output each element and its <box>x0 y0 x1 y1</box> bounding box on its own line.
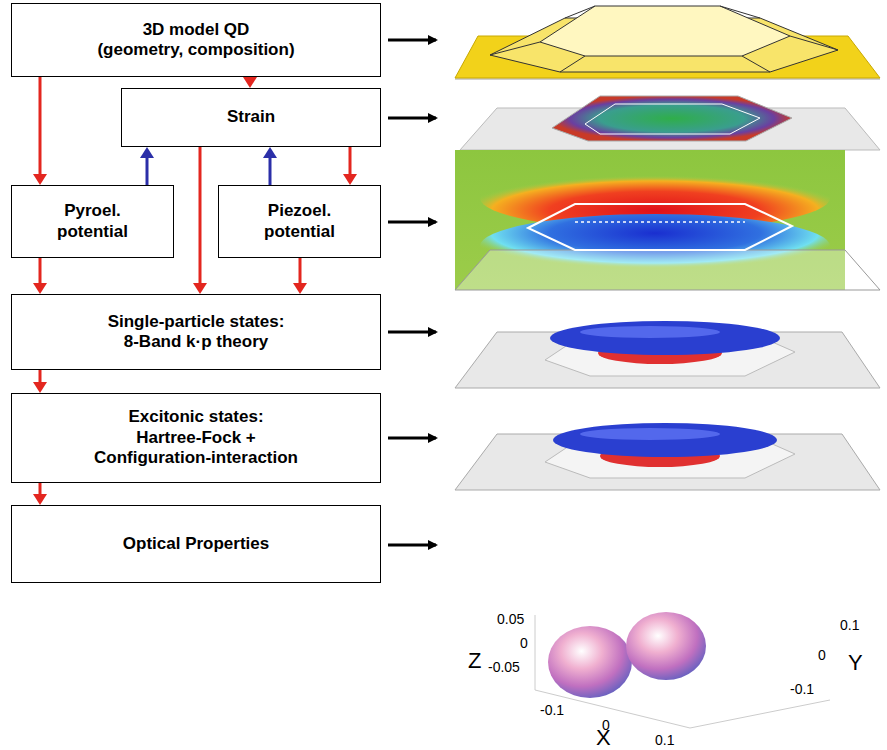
box-text: Excitonic states: <box>128 407 263 427</box>
arrow-head <box>293 283 307 294</box>
box-text: potential <box>57 222 128 242</box>
process-box: Excitonic states:Hartree-Fock +Configura… <box>11 393 381 483</box>
flow-arrow <box>299 258 302 284</box>
axis-name: Y <box>848 652 863 674</box>
process-box: Single-particle states:8-Band k·p theory <box>11 294 381 370</box>
flow-arrow <box>39 77 42 175</box>
box-text: Single-particle states: <box>108 312 285 332</box>
flow-arrow <box>146 157 149 185</box>
box-text: Configuration-interaction <box>94 448 298 468</box>
flow-arrow <box>39 483 42 495</box>
arrow-head <box>193 283 207 294</box>
box-text: Pyroel. <box>64 201 121 221</box>
box-text: 8-Band k·p theory <box>124 332 269 352</box>
axis-tick: -0.1 <box>540 703 564 717</box>
process-box: Piezoel.potential <box>218 185 381 258</box>
box-text: (geometry, composition) <box>97 40 294 60</box>
box-text: potential <box>264 222 335 242</box>
flow-arrow <box>199 147 202 284</box>
axis-tick: 0.05 <box>497 612 524 626</box>
box-text: Strain <box>227 107 275 127</box>
arrow-head <box>343 174 357 185</box>
emission-plot <box>535 612 830 728</box>
arrow-head <box>33 494 47 505</box>
axis-tick: 0 <box>818 648 826 662</box>
process-box: Optical Properties <box>11 505 381 583</box>
box-text: Optical Properties <box>123 534 269 554</box>
qd-geometry <box>455 6 880 80</box>
excitonic-states <box>455 423 880 490</box>
axis-name: Z <box>468 650 481 672</box>
arrow-head <box>33 174 47 185</box>
process-box: 3D model QD(geometry, composition) <box>11 3 381 77</box>
axis-tick: 0.1 <box>655 733 674 747</box>
arrow-head <box>33 283 47 294</box>
piezo-potential-map <box>455 150 880 290</box>
axis-name: X <box>596 727 611 749</box>
axis-tick: 0.1 <box>840 618 859 632</box>
arrow-head <box>243 77 257 88</box>
flow-arrow <box>39 258 42 284</box>
box-text: Piezoel. <box>268 201 331 221</box>
arrow-head <box>263 147 277 158</box>
axis-tick: -0.1 <box>790 682 814 696</box>
flow-arrow <box>39 370 42 383</box>
flow-arrow <box>349 147 352 175</box>
process-box: Pyroel.potential <box>11 185 174 258</box>
axis-tick: -0.05 <box>488 660 520 674</box>
flow-arrow <box>269 157 272 185</box>
box-text: 3D model QD <box>143 20 250 40</box>
process-box: Strain <box>121 88 381 147</box>
axis-tick: 0 <box>520 636 528 650</box>
leader-arrows <box>388 40 436 545</box>
arrow-head <box>33 382 47 393</box>
arrow-head <box>140 147 154 158</box>
box-text: Hartree-Fock + <box>136 428 256 448</box>
strain-map <box>460 96 880 150</box>
single-particle-states <box>455 321 880 388</box>
